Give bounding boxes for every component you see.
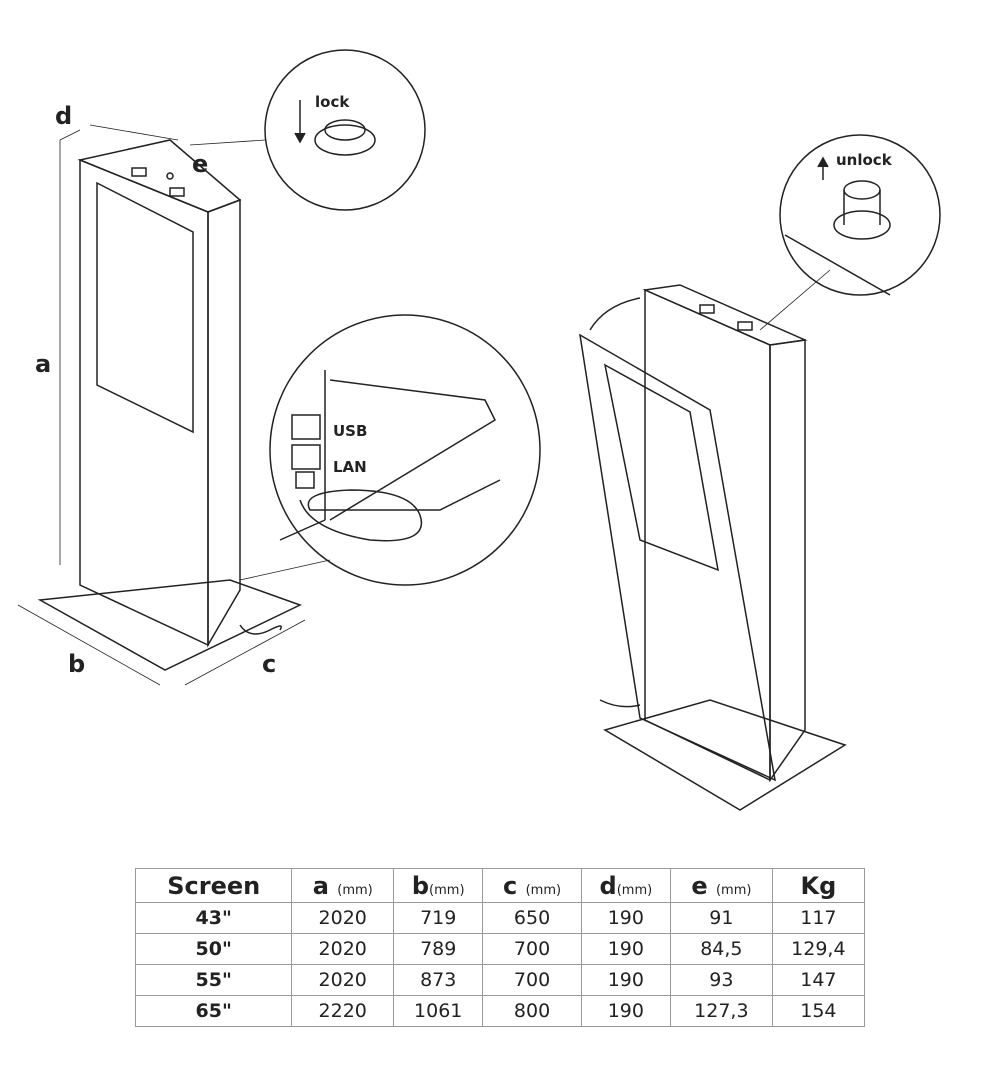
header-b: b(mm) bbox=[393, 868, 484, 903]
table-cell: 50" bbox=[134, 933, 293, 965]
table-cell: 700 bbox=[482, 964, 582, 996]
table-cell: 190 bbox=[580, 933, 672, 965]
table-cell: 43" bbox=[134, 902, 293, 934]
table-cell: 2020 bbox=[291, 902, 395, 934]
lock-detail-circle bbox=[264, 49, 426, 211]
table-cell: 2020 bbox=[291, 964, 395, 996]
header-a: a (mm) bbox=[291, 868, 395, 903]
header-d: d(mm) bbox=[580, 868, 672, 903]
table-cell: 65" bbox=[134, 995, 293, 1027]
table-header-row: Screen a (mm) b(mm) c (mm) d(mm) e (mm) … bbox=[134, 868, 866, 903]
ports-detail-circle bbox=[269, 314, 541, 586]
table-cell: 719 bbox=[393, 902, 484, 934]
dim-label-c: c bbox=[262, 650, 277, 678]
table-cell: 55" bbox=[134, 964, 293, 996]
lan-label: LAN bbox=[333, 458, 367, 476]
table-cell: 190 bbox=[580, 995, 672, 1027]
table-cell: 93 bbox=[670, 964, 773, 996]
header-screen: Screen bbox=[134, 868, 293, 903]
lock-label: lock bbox=[315, 93, 350, 111]
dim-label-e: e bbox=[192, 150, 209, 178]
table-cell: 800 bbox=[482, 995, 582, 1027]
header-e: e (mm) bbox=[670, 868, 773, 903]
table-cell: 117 bbox=[771, 902, 866, 934]
usb-label: USB bbox=[333, 422, 368, 440]
table-cell: 1061 bbox=[393, 995, 484, 1027]
table-cell: 91 bbox=[670, 902, 773, 934]
header-c: c (mm) bbox=[482, 868, 582, 903]
table-cell: 873 bbox=[393, 964, 484, 996]
kiosk-open bbox=[579, 269, 847, 811]
kiosk-drawing bbox=[17, 49, 941, 811]
table-cell: 789 bbox=[393, 933, 484, 965]
table-cell: 2220 bbox=[291, 995, 395, 1027]
table-cell: 127,3 bbox=[670, 995, 773, 1027]
table-cell: 2020 bbox=[291, 933, 395, 965]
table-cell: 190 bbox=[580, 902, 672, 934]
unlock-label: unlock bbox=[836, 151, 892, 169]
dim-label-b: b bbox=[68, 650, 86, 678]
dim-label-d: d bbox=[55, 102, 73, 130]
header-kg: Kg bbox=[771, 868, 866, 903]
dim-label-a: a bbox=[35, 350, 52, 378]
table-cell: 147 bbox=[771, 964, 866, 996]
table-cell: 154 bbox=[771, 995, 866, 1027]
unlock-detail-circle bbox=[779, 134, 941, 296]
dimensions-table: Screen a (mm) b(mm) c (mm) d(mm) e (mm) … bbox=[134, 868, 866, 1027]
kiosk-closed bbox=[17, 124, 331, 686]
table-cell: 190 bbox=[580, 964, 672, 996]
table-cell: 650 bbox=[482, 902, 582, 934]
table-cell: 84,5 bbox=[670, 933, 773, 965]
table-cell: 700 bbox=[482, 933, 582, 965]
table-cell: 129,4 bbox=[771, 933, 866, 965]
